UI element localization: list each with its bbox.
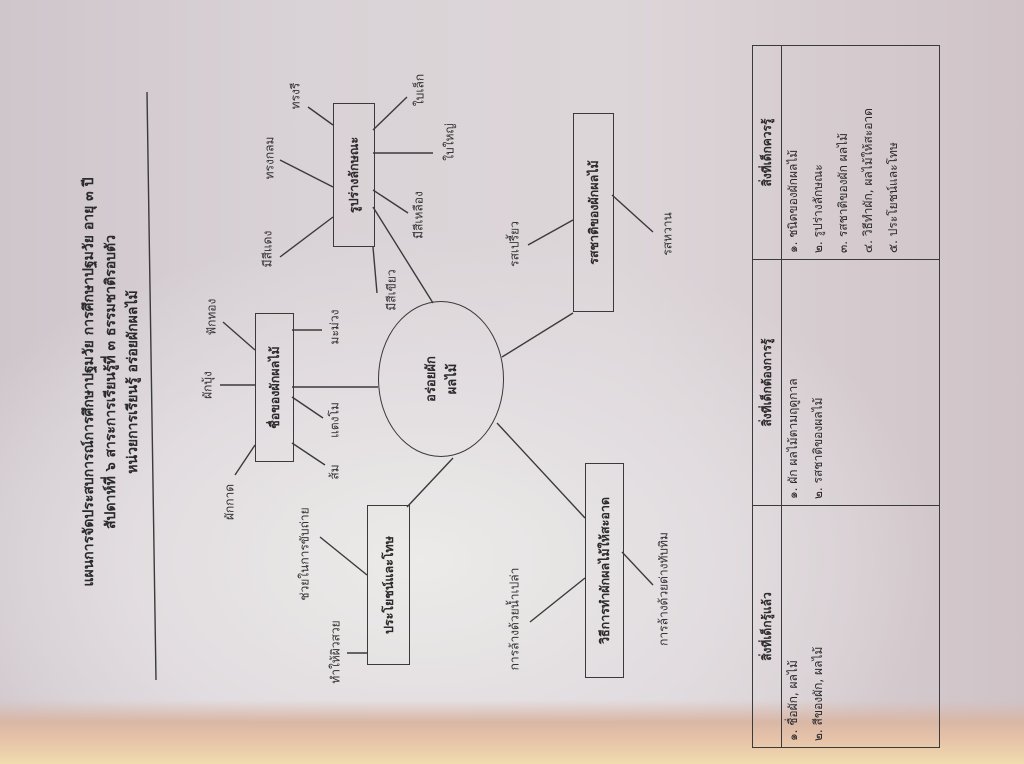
connector-shape-leaf [372,96,408,131]
table-row: ๑. ชื่อผัก, ผลไม้ ๒. สีของผัก, ผลไม้ ๑. … [781,45,940,748]
table-header: สิ่งที่เด็กรู้แล้ว [752,505,782,748]
list-item: ๒. รสชาติของผลไม้ [811,397,825,499]
knowledge-table: สิ่งที่เด็กรู้แล้ว สิ่งที่เด็กต้องการรู้… [752,45,940,748]
center-topic-line1: อร่อยผัก [424,356,439,402]
connector-clean-leaf [621,551,654,586]
list-item: ๓. รสชาติของผัก ผลไม้ [836,133,850,253]
leaf-label: มีสีเขียว [384,269,399,311]
leaf-label: ทรงกลม [262,136,277,180]
header-rule [146,91,157,681]
connector-shape-leaf [372,189,409,214]
leaf-label: ส้ม [327,464,342,480]
connector-shape-leaf [307,106,334,126]
table-header-row: สิ่งที่เด็กรู้แล้ว สิ่งที่เด็กต้องการรู้… [752,45,782,748]
connector-center-taste [501,312,574,358]
connector-shape-leaf [279,216,334,258]
branch-shape-box: รูปร่างลักษณะ [333,103,375,247]
leaf-label: มีสีเหลือง [411,191,426,239]
leaf-label: ฟักทอง [204,298,219,336]
list-item: ๑. ชื่อผัก, ผลไม้ [786,660,800,741]
leaf-label: ใบใหญ่ [442,123,457,161]
branch-clean-box: วิธีการทำผักผลไม้ให้สะอาด [585,463,624,678]
connector-center-clean [496,422,586,519]
leaf-label: รสหวาน [660,212,675,256]
center-topic-line2: ผลไม้ [445,363,460,395]
leaf-label: ทำให้ผิวสวย [328,620,343,684]
leaf-label: ช่วยในการขับถ่าย [297,507,312,601]
table-cell-want: ๑. ผัก ผลไม้ตามฤดูกาล ๒. รสชาติของผลไม้ [781,259,940,506]
list-item: ๒. รูปร่างลักษณะ [811,164,825,253]
leaf-label: ผักกาด [222,483,237,521]
connector-taste-leaf [611,194,654,233]
connector-shape-leaf [372,246,378,294]
connector-taste-leaf [527,219,574,246]
table-cell-should: ๑. ชนิดของผักผลไม้ ๒. รูปร่างลักษณะ ๓. ร… [781,45,940,260]
leaf-label: มะม่วง [327,309,342,345]
leaf-label: ผักบุ้ง [200,371,215,399]
leaf-label: แตงโม [327,402,342,438]
leaf-label: รสเปรี้ยว [507,221,522,267]
center-topic-circle: อร่อยผัก ผลไม้ [378,301,504,457]
connector-center-shape [372,206,434,304]
branch-benefit-box: ประโยชน์และโทษ [367,505,410,665]
list-item: ๑. ผัก ผลไม้ตามฤดูกาล [786,378,800,499]
table-header: สิ่งที่เด็กต้องการรู้ [752,259,782,506]
connector-names-leaf [234,444,256,476]
connector-clean-leaf [529,577,586,623]
leaf-label: มีสีแดง [260,230,275,268]
connector-names-leaf [291,442,326,466]
list-item: ๔. วิธีทำผัก, ผลไม้ให้สะอาด [861,108,875,253]
connector-benefit-leaf [319,536,368,576]
branch-taste-box: รสชาติของผักผลไม้ [573,113,614,312]
connector-names-leaf [291,396,324,419]
table-cell-known: ๑. ชื่อผัก, ผลไม้ ๒. สีของผัก, ผลไม้ [781,505,940,748]
branch-names-box: ชื่อของผักผลไม้ [255,313,294,462]
leaf-label: การล้างด้วยด่างทับทิม [656,532,671,646]
list-item: ๑. ชนิดของผักผลไม้ [786,149,800,253]
connector-center-benefit [406,457,454,508]
table-header: สิ่งที่เด็กควรรู้ [752,45,782,260]
list-item: ๒. สีของผัก, ผลไม้ [811,646,825,741]
connector-shape-leaf [279,159,334,188]
leaf-label: การล้างด้วยน้ำเปล่า [507,567,522,671]
leaf-label: ใบเล็ก [412,73,427,107]
connector-names-leaf [222,321,256,351]
leaf-label: ทรงรี [288,82,303,110]
list-item: ๕. ประโยชน์และโทษ [886,142,900,253]
